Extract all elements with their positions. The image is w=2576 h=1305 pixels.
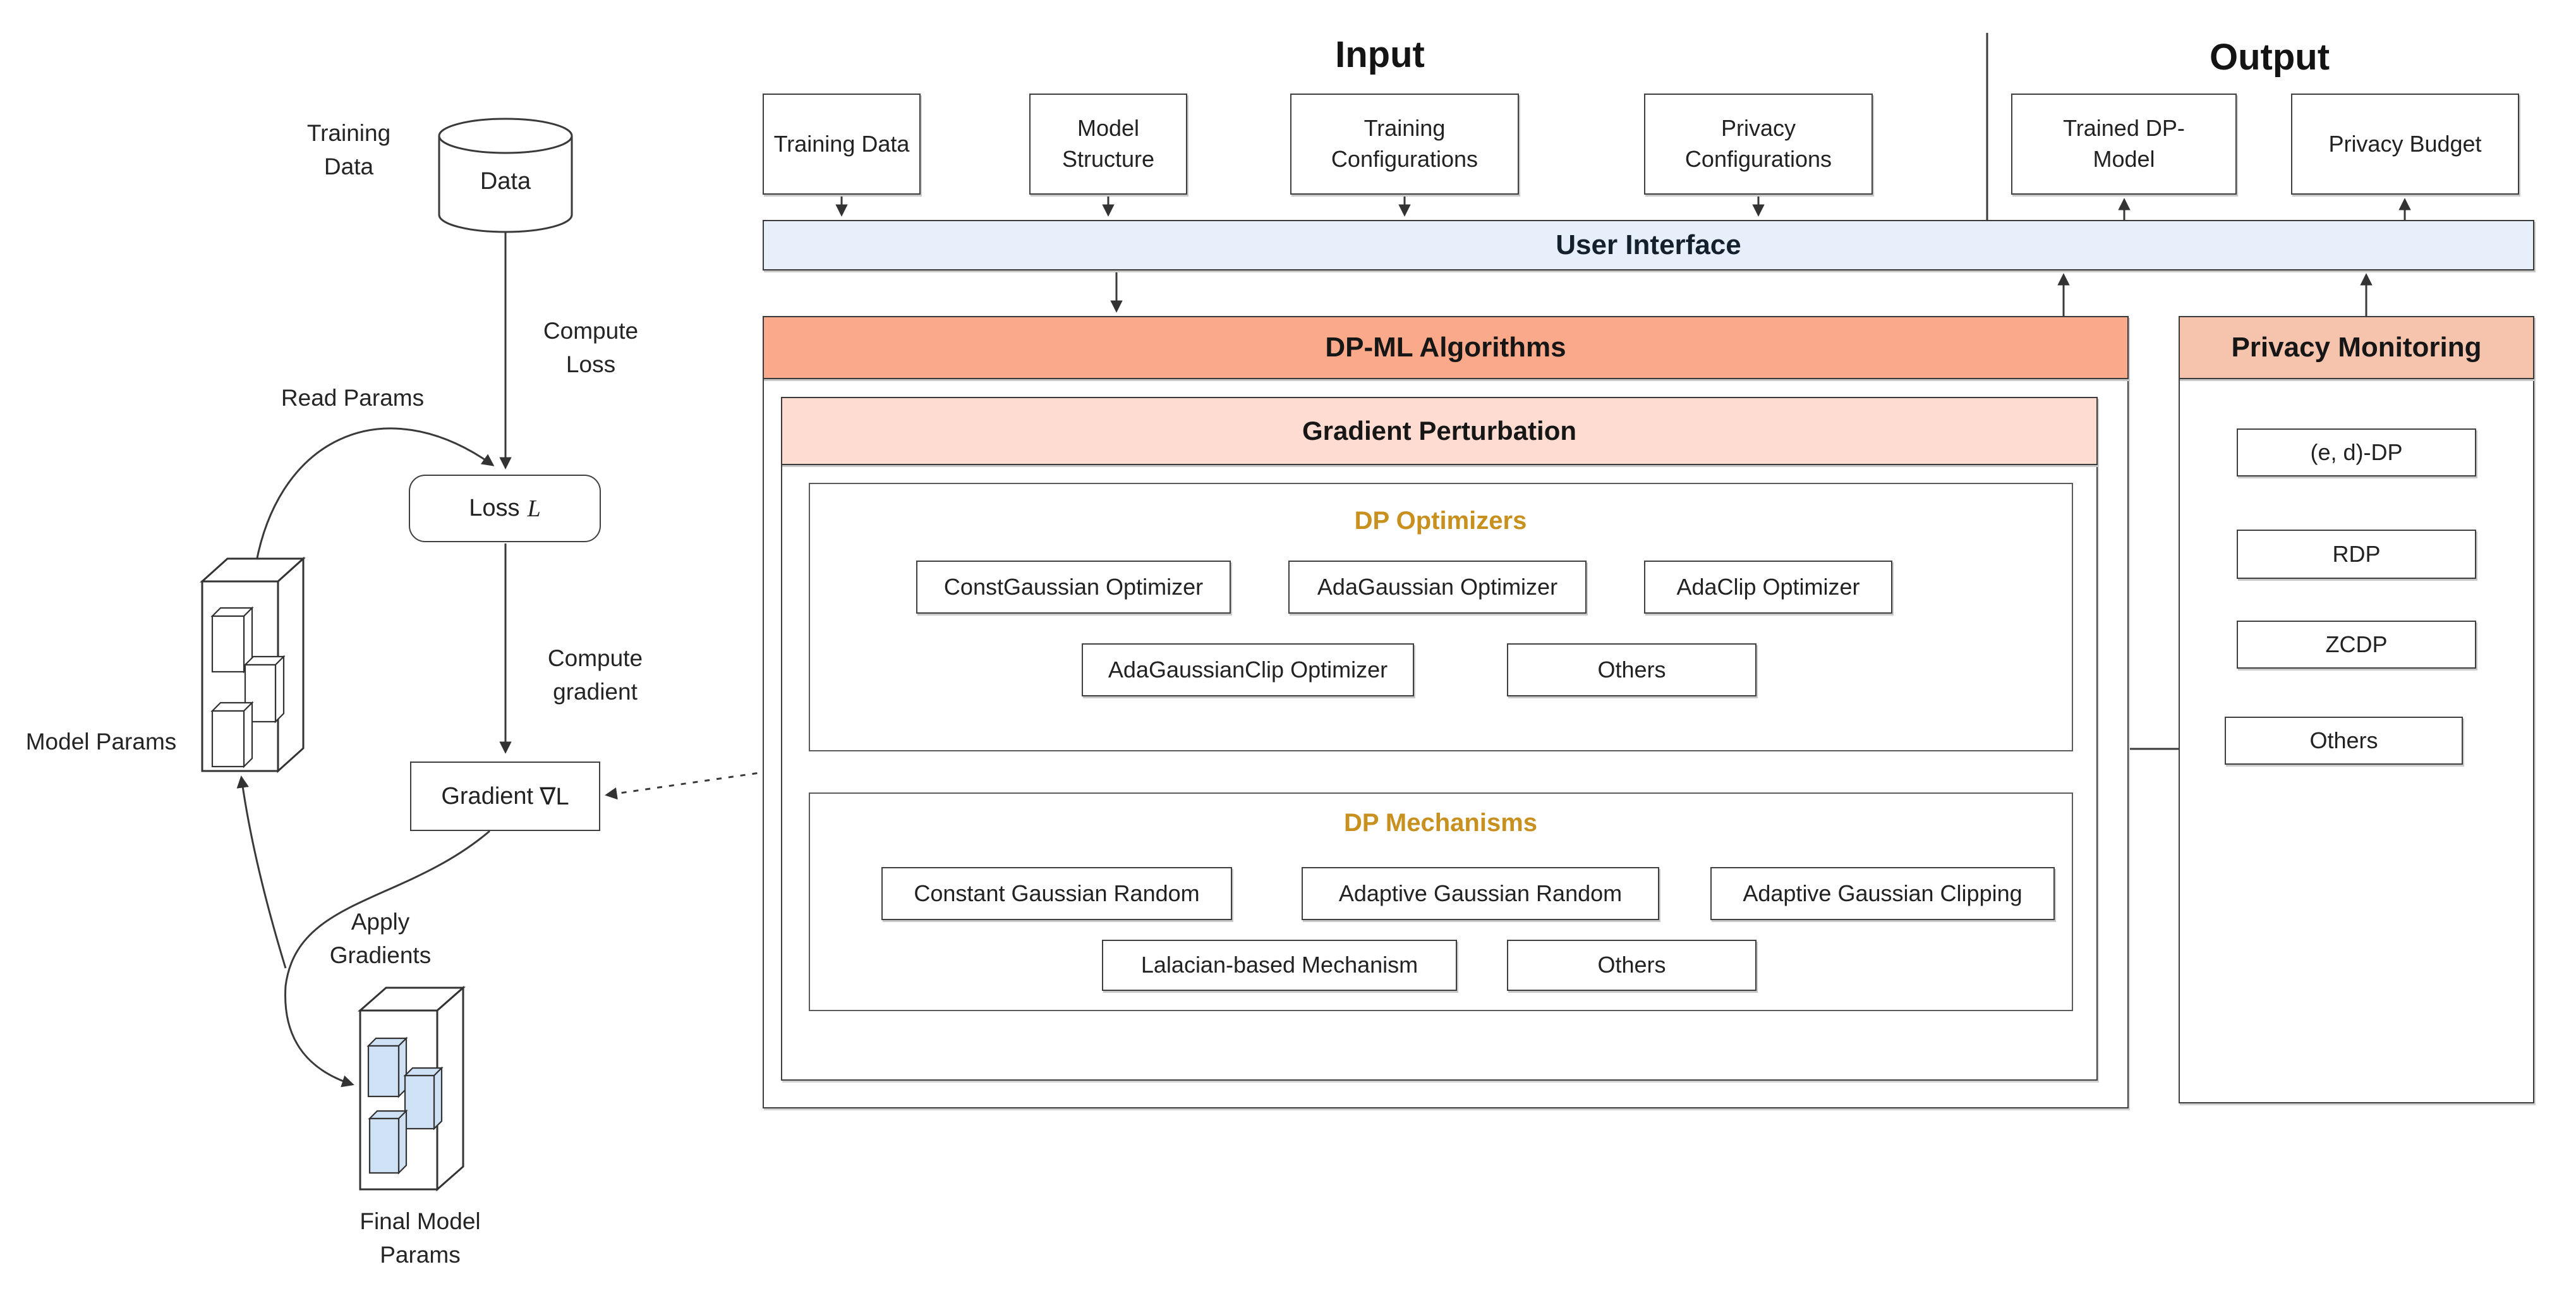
- user-interface-bar: User Interface: [763, 220, 2534, 270]
- privacy-monitoring-header: Privacy Monitoring: [2179, 316, 2534, 379]
- privacy-box-label: (e, d)-DP: [2310, 439, 2403, 465]
- mechanism-box: Lalacian-based Mechanism: [1102, 940, 1457, 991]
- output-title: Output: [2209, 36, 2330, 78]
- optimizer-box: AdaGaussianClip Optimizer: [1082, 643, 1414, 696]
- dp-ml-header: DP-ML Algorithms: [763, 316, 2129, 379]
- loss-symbol: L: [527, 495, 541, 522]
- mechanism-box-label: Others: [1597, 952, 1666, 978]
- input-box-training-data: Training Data: [763, 94, 921, 195]
- update-model-params-arrow: [236, 775, 287, 969]
- input-box-privacy-configurations: Privacy Configurations: [1644, 94, 1873, 195]
- privacy-box-label: RDP: [2332, 540, 2381, 567]
- model-params-icon: [200, 556, 306, 774]
- perturbed-gradient-dotted-arrow: [605, 768, 782, 800]
- output-box-privacy-budget: Privacy Budget: [2291, 94, 2519, 195]
- optimizer-box-label: ConstGaussian Optimizer: [943, 573, 1204, 600]
- input-box-label: Privacy Configurations: [1684, 115, 1832, 172]
- output-box-label: Trained DP-Model: [2063, 115, 2185, 172]
- optimizer-box: ConstGaussian Optimizer: [916, 561, 1231, 614]
- optimizer-box: AdaClip Optimizer: [1644, 561, 1892, 614]
- gradient-node-label: Gradient: [441, 782, 534, 810]
- dp-mechanisms-title: DP Mechanisms: [1343, 808, 1538, 837]
- optimizer-box-label: AdaGaussian Optimizer: [1317, 573, 1558, 600]
- mechanism-box-label: Lalacian-based Mechanism: [1140, 952, 1418, 978]
- privacy-box-label: Others: [2309, 727, 2378, 753]
- mechanism-box-others: Others: [1507, 940, 1757, 991]
- gradient-node: Gradient ∇L: [410, 762, 600, 831]
- privacy-box-label: ZCDP: [2325, 631, 2388, 657]
- input-title: Input: [1335, 33, 1425, 75]
- input-box-label: Model Structure: [1061, 115, 1155, 172]
- optimizer-box-label: Others: [1597, 656, 1666, 683]
- compute-loss-label: Compute Loss: [543, 318, 639, 377]
- input-box-training-configurations: Training Configurations: [1290, 94, 1519, 195]
- privacy-box-others: Others: [2225, 717, 2463, 765]
- apply-gradients-label: Apply Gradients: [329, 909, 432, 968]
- mechanism-box-label: Adaptive Gaussian Clipping: [1743, 880, 2023, 906]
- optimizer-box-label: AdaGaussianClip Optimizer: [1108, 656, 1388, 683]
- data-cylinder-label: Data: [480, 168, 531, 195]
- read-params-label: Read Params: [281, 384, 425, 411]
- optimizer-box: AdaGaussian Optimizer: [1288, 561, 1587, 614]
- loss-node-label: Loss: [469, 495, 520, 521]
- loss-node: Loss L: [409, 475, 601, 542]
- privacy-box-rdp: RDP: [2237, 530, 2476, 579]
- output-box-trained-dp-model: Trained DP-Model: [2011, 94, 2237, 195]
- training-data-label: Training Data: [306, 120, 391, 179]
- final-model-params-label: Final Model Params: [360, 1208, 481, 1268]
- privacy-box-zcdp: ZCDP: [2237, 621, 2476, 669]
- final-model-params-icon: [358, 985, 466, 1192]
- output-box-label: Privacy Budget: [2328, 130, 2482, 157]
- dp-optimizers-container: [809, 483, 2073, 751]
- gradient-symbol: ∇L: [540, 783, 569, 810]
- input-box-label: Training Configurations: [1331, 115, 1478, 172]
- input-box-model-structure: Model Structure: [1029, 94, 1187, 195]
- gradient-perturbation-header: Gradient Perturbation: [781, 397, 2098, 465]
- mechanism-box: Adaptive Gaussian Random: [1302, 867, 1659, 920]
- mechanism-box-label: Constant Gaussian Random: [914, 880, 1200, 906]
- compute-gradient-label: Compute gradient: [547, 645, 643, 705]
- optimizer-box-label: AdaClip Optimizer: [1676, 573, 1860, 600]
- privacy-box-ed-dp: (e, d)-DP: [2237, 428, 2476, 476]
- dp-optimizers-title: DP Optimizers: [1354, 506, 1527, 535]
- mechanism-box: Adaptive Gaussian Clipping: [1710, 867, 2055, 920]
- model-params-label: Model Params: [25, 728, 177, 755]
- mechanism-box-label: Adaptive Gaussian Random: [1338, 880, 1623, 906]
- input-box-label: Training Data: [773, 130, 910, 157]
- mechanism-box: Constant Gaussian Random: [881, 867, 1232, 920]
- optimizer-box-others: Others: [1507, 643, 1757, 696]
